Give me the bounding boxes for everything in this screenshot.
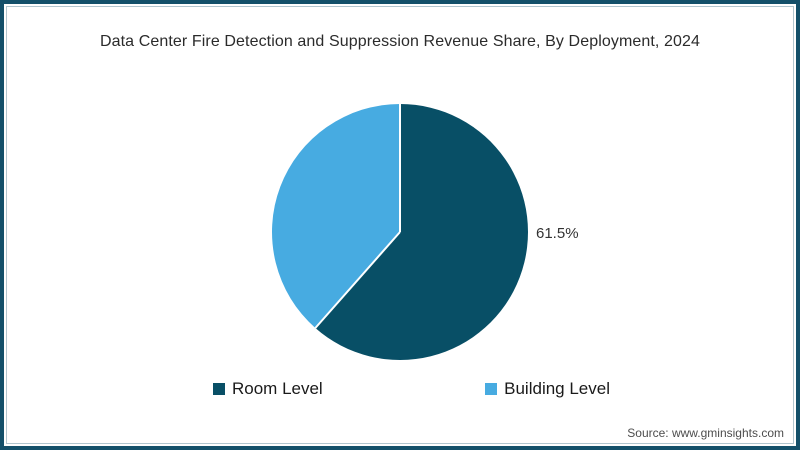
pie-slice-building-level xyxy=(272,104,400,329)
data-label-room-level: 61.5% xyxy=(536,225,579,242)
legend-swatch-room-level xyxy=(213,383,225,395)
legend-item-room-level: Room Level xyxy=(213,379,323,399)
pie-slice-room-level xyxy=(315,104,529,361)
pie-svg xyxy=(272,104,529,361)
legend-item-building-level: Building Level xyxy=(485,379,610,399)
chart-title: Data Center Fire Detection and Suppressi… xyxy=(99,33,701,50)
slice-divider-line xyxy=(314,231,401,329)
pie-chart xyxy=(271,103,529,361)
legend: Room Level Building Level xyxy=(213,379,610,399)
legend-label-room-level: Room Level xyxy=(232,379,323,398)
source-attribution: Source: www.gminsights.com xyxy=(627,426,784,440)
legend-swatch-building-level xyxy=(485,383,498,395)
legend-label-building-level: Building Level xyxy=(504,379,610,398)
